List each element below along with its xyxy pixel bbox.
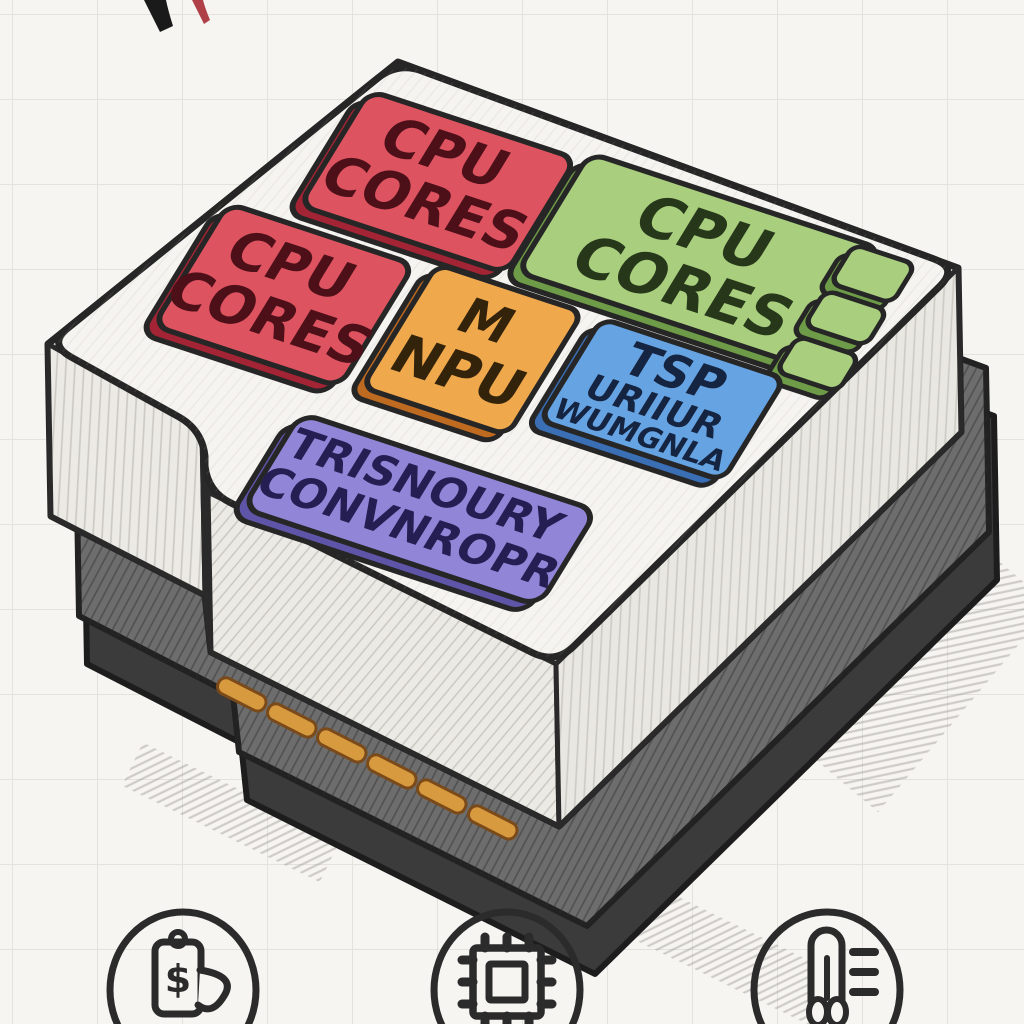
- svg-text:CPU CORES: CPU CORES: [558, 173, 837, 353]
- block-npu: M NPU: [351, 265, 581, 443]
- chip-icon: [430, 908, 584, 1024]
- green-core-tabs: [765, 244, 915, 400]
- pen-mark-red: [192, 0, 210, 24]
- block-cpu-top: CPU CORES: [289, 92, 574, 280]
- pen-mark-black: [144, 0, 173, 32]
- temperature-icon: [750, 908, 904, 1024]
- block-cpu-left: CPU CORES: [143, 204, 412, 394]
- base-pins: [216, 676, 519, 841]
- block-cpu-right: CPU CORES: [507, 154, 915, 400]
- pen-marks: [144, 0, 210, 32]
- power-cost-icon: $: [106, 908, 260, 1024]
- dollar-symbol: $: [165, 957, 191, 1001]
- feature-icons: $: [106, 908, 904, 1024]
